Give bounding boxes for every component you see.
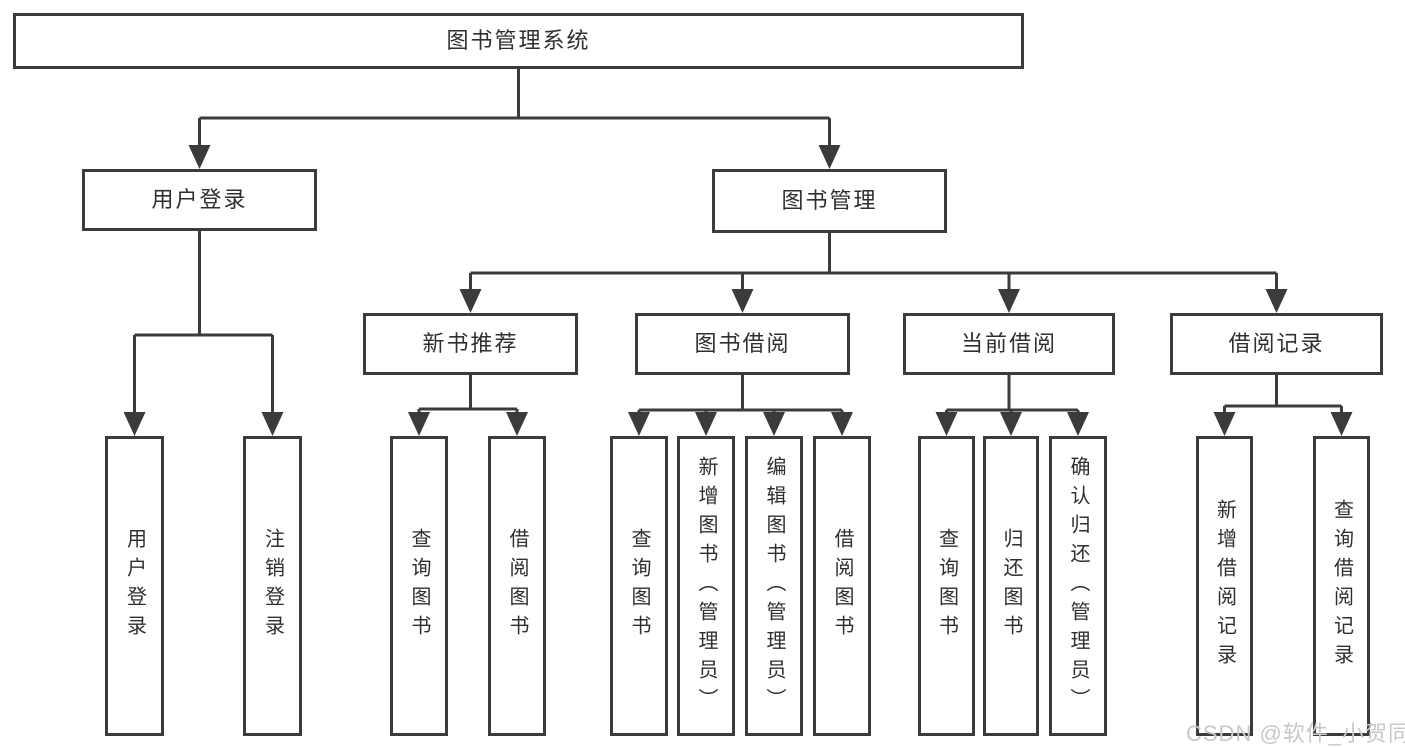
csdn-watermark: CSDN @软件_小贺同学: [1186, 721, 1405, 746]
node-label: 注销登录: [261, 528, 284, 644]
node-label: 借阅记录: [1228, 331, 1325, 356]
arrowhead-icon: [188, 145, 211, 169]
arrowhead-icon: [998, 289, 1020, 313]
arrowhead-icon: [731, 289, 754, 313]
node-label: 确认归还（管理员）: [1067, 455, 1089, 717]
node-bb-add-book: 新增图书（管理员）: [677, 436, 735, 736]
arrowhead-icon: [1265, 289, 1288, 313]
node-label: 查询图书: [935, 528, 958, 644]
arrowhead-icon: [408, 412, 430, 436]
node-br-query-record: 查询借阅记录: [1313, 436, 1370, 736]
node-label: 借阅图书: [506, 528, 528, 644]
arrowhead-icon: [1330, 412, 1353, 436]
node-book-mgmt: 图书管理: [712, 169, 947, 233]
node-label: 图书借阅: [694, 331, 791, 356]
node-logout: 注销登录: [243, 436, 302, 736]
node-cb-confirm-return: 确认归还（管理员）: [1049, 436, 1107, 736]
node-label: 用户登录: [151, 187, 248, 212]
arrowhead-icon: [1067, 412, 1089, 436]
node-label: 用户登录: [123, 528, 146, 644]
arrowhead-icon: [763, 412, 785, 436]
node-bb-borrow-book: 借阅图书: [813, 436, 871, 736]
node-root: 图书管理系统: [13, 13, 1024, 69]
arrowhead-icon: [1000, 412, 1022, 436]
node-br-add-record: 新增借阅记录: [1196, 436, 1253, 736]
connector-borrow-records: [1213, 375, 1353, 436]
connector-user-login: [123, 231, 284, 436]
node-label: 图书管理系统: [446, 28, 591, 53]
node-label: 查询图书: [628, 528, 650, 644]
connector-line: [469, 233, 1278, 295]
node-nbr-borrow-book: 借阅图书: [488, 436, 546, 736]
node-login: 用户登录: [105, 436, 164, 736]
connector-line: [198, 69, 831, 151]
node-current-borrow: 当前借阅: [903, 313, 1115, 375]
node-label: 新增借阅记录: [1213, 499, 1236, 673]
node-new-book-rec: 新书推荐: [363, 313, 578, 375]
connector-root: [188, 69, 841, 169]
arrowhead-icon: [459, 289, 482, 313]
connector-new-book-rec: [408, 375, 528, 436]
node-label: 借阅图书: [831, 528, 853, 644]
node-label: 当前借阅: [960, 331, 1057, 356]
connector-book-mgmt: [459, 233, 1288, 313]
node-label: 图书管理: [781, 188, 878, 213]
node-label: 查询借阅记录: [1330, 499, 1353, 673]
arrowhead-icon: [818, 145, 841, 169]
node-book-borrow: 图书借阅: [635, 313, 850, 375]
node-bb-edit-book: 编辑图书（管理员）: [745, 436, 803, 736]
node-borrow-records: 借阅记录: [1170, 313, 1383, 375]
node-label: 查询图书: [408, 528, 430, 644]
arrowhead-icon: [935, 412, 958, 436]
node-nbr-query-book: 查询图书: [390, 436, 448, 736]
connector-line: [637, 375, 844, 418]
node-bb-query-book: 查询图书: [610, 436, 668, 736]
arrowhead-icon: [1213, 412, 1236, 436]
node-label: 新增图书（管理员）: [695, 455, 717, 717]
arrowhead-icon: [506, 412, 528, 436]
arrowhead-icon: [695, 412, 717, 436]
connector-line: [1223, 375, 1343, 418]
arrowhead-icon: [831, 412, 853, 436]
connector-book-borrow: [628, 375, 853, 436]
node-label: 编辑图书（管理员）: [763, 455, 785, 717]
node-cb-return-book: 归还图书: [983, 436, 1039, 736]
connector-line: [945, 375, 1080, 418]
connector-current-borrow: [935, 375, 1089, 436]
node-label: 新书推荐: [422, 331, 519, 356]
node-cb-query-book: 查询图书: [918, 436, 975, 736]
node-label: 归还图书: [1000, 528, 1022, 644]
connector-line: [133, 231, 274, 418]
arrowhead-icon: [261, 412, 284, 436]
arrowhead-icon: [628, 412, 650, 436]
connector-line: [417, 375, 519, 418]
node-user-login: 用户登录: [82, 169, 317, 231]
arrowhead-icon: [123, 412, 146, 436]
